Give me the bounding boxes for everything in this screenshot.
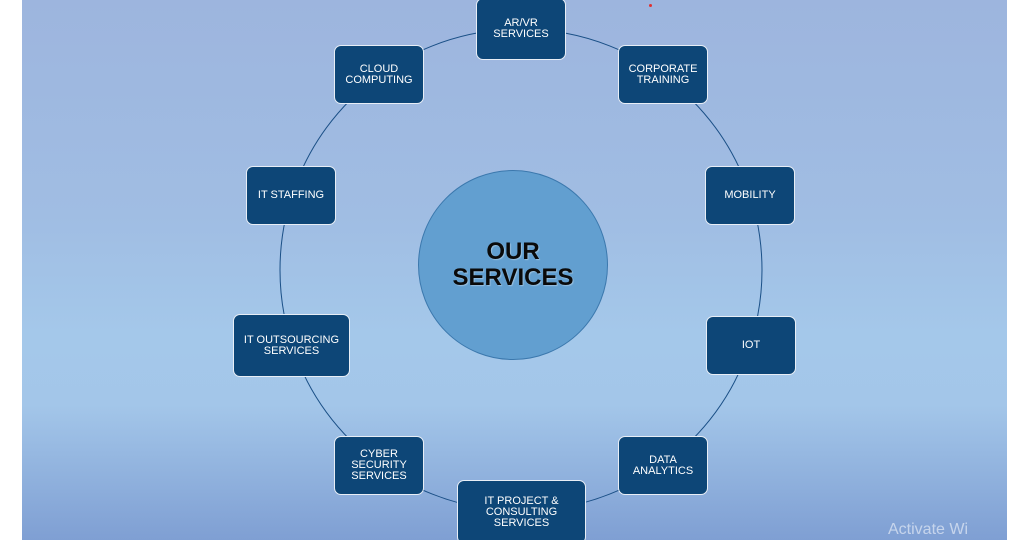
red-dot-marker [649,4,652,7]
activation-watermark: Activate Wi [888,521,969,538]
node-cyber-security-services: CYBER SECURITY SERVICES [334,436,424,495]
node-it-staffing: IT STAFFING [246,166,336,225]
node-it-outsourcing-services: IT OUTSOURCING SERVICES [233,314,350,377]
node-corporate-training: CORPORATE TRAINING [618,45,708,104]
node-cloud-computing: CLOUD COMPUTING [334,45,424,104]
node-it-project-consulting-services: IT PROJECT & CONSULTING SERVICES [457,480,586,540]
center-title: OUR SERVICES [452,238,574,291]
node-mobility: MOBILITY [705,166,795,225]
node-iot: IOT [706,316,796,375]
node-ar-vr-services: AR/VR SERVICES [476,0,566,60]
node-data-analytics: DATA ANALYTICS [618,436,708,495]
diagram-slide: OUR SERVICES AR/VR SERVICES CORPORATE TR… [22,0,1007,540]
center-circle: OUR SERVICES [418,170,608,360]
